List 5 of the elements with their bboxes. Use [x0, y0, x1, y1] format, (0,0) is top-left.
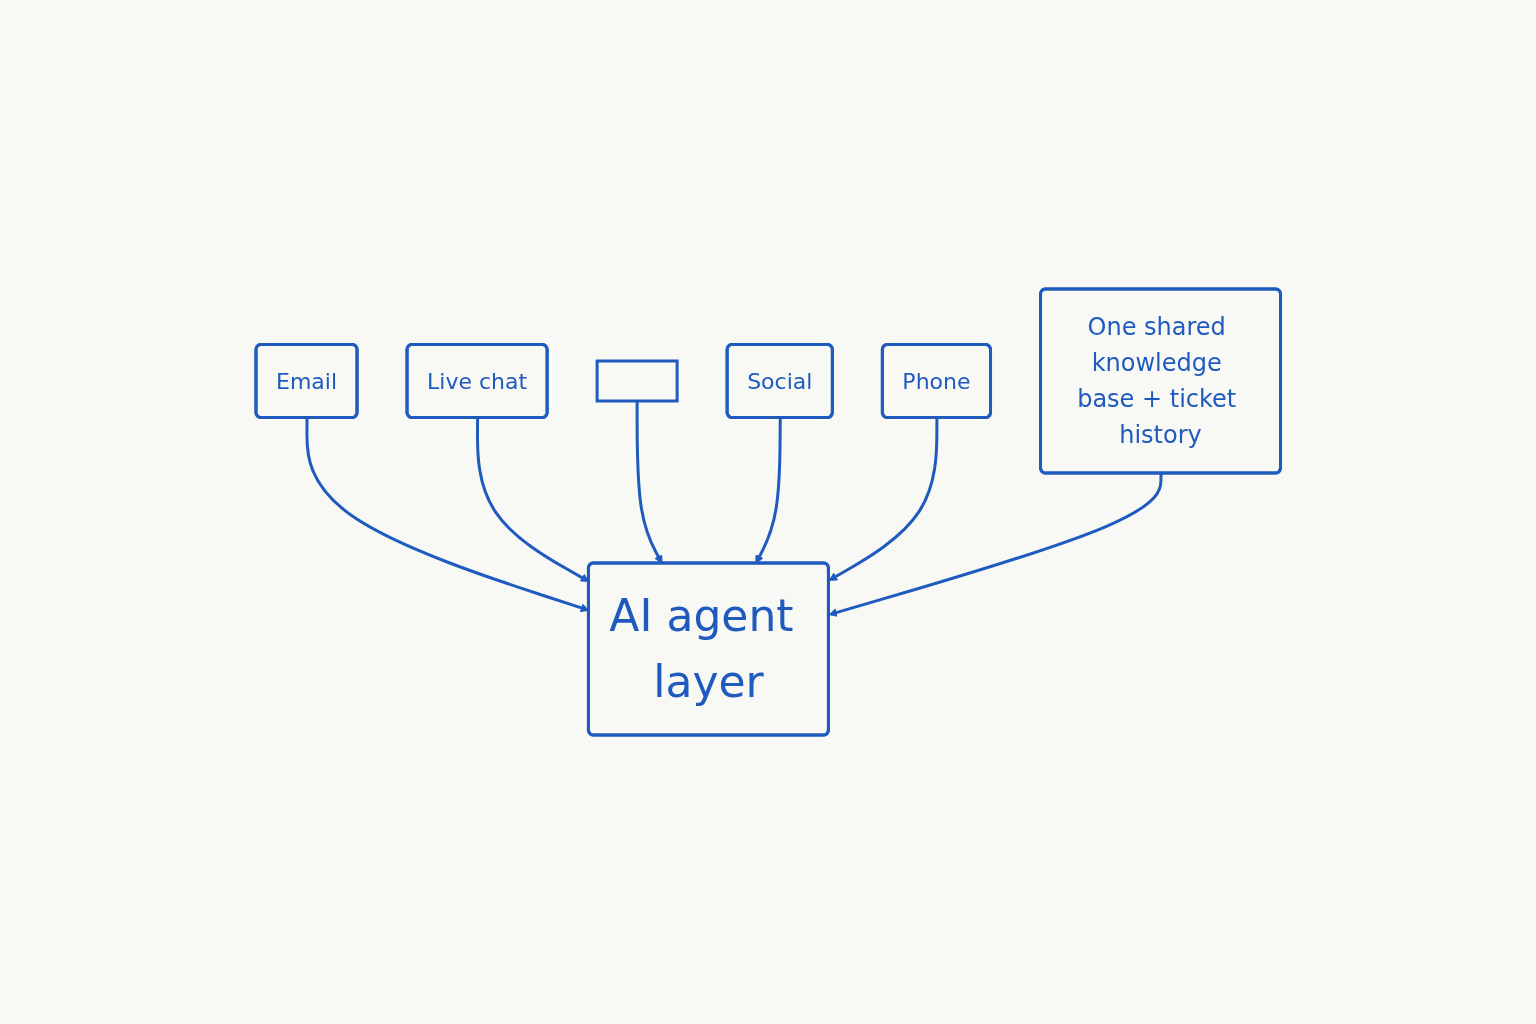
node-box [595, 359, 679, 403]
arrow [755, 418, 782, 564]
arrow [828, 473, 1163, 617]
arrow [828, 418, 939, 581]
arrow [635, 401, 663, 564]
